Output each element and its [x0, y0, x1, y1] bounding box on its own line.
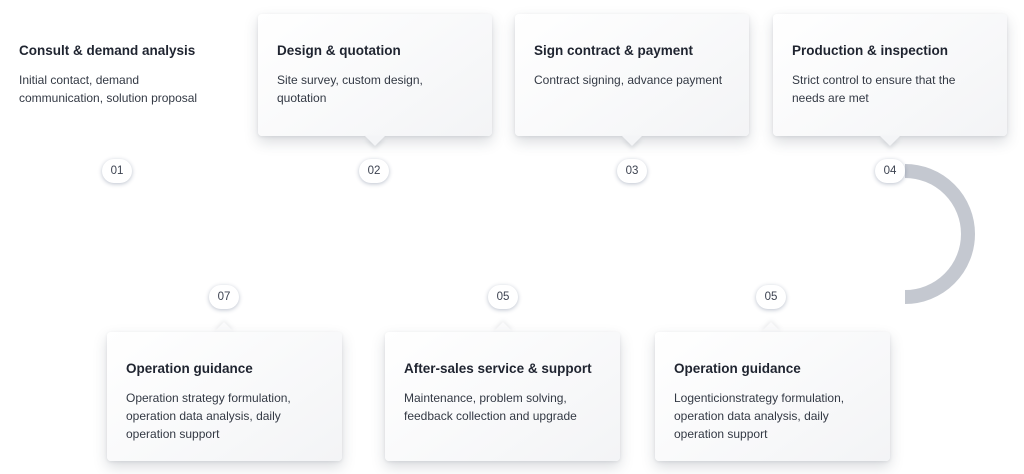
card-pointer — [365, 136, 385, 146]
card-pointer — [493, 322, 513, 332]
step-title: Consult & demand analysis — [19, 43, 196, 58]
chevron-left-icon — [366, 290, 374, 304]
step-badge-05a: 05 — [756, 285, 786, 309]
step-title: Sign contract & payment — [534, 43, 694, 58]
step-card-design: Design & quotation Site survey, custom d… — [258, 14, 492, 136]
step-card-after-sales: After-sales service & support Maintenanc… — [385, 332, 620, 461]
step-badge-02: 02 — [359, 159, 389, 183]
step-description: Operation strategy formulation, operatio… — [126, 391, 291, 441]
step-badge-03: 03 — [617, 159, 647, 183]
step-title: Design & quotation — [277, 43, 401, 58]
step-badge-05b: 05 — [488, 285, 518, 309]
card-pointer — [214, 322, 234, 332]
step-badge-07: 07 — [209, 285, 239, 309]
step-title: After-sales service & support — [404, 361, 592, 376]
chevron-down-icon — [994, 229, 1008, 237]
step-description: Contract signing, advance payment — [534, 73, 723, 87]
return-curve — [904, 164, 975, 304]
card-pointer — [880, 136, 900, 146]
step-description: Maintenance, problem solving, feedback c… — [404, 391, 577, 423]
step-title: Operation guidance — [126, 361, 253, 376]
step-card-contract: Sign contract & payment Contract signing… — [515, 14, 749, 136]
step-badge-01: 01 — [102, 159, 132, 183]
step-title: Production & inspection — [792, 43, 949, 58]
chevron-left-icon — [629, 290, 637, 304]
chevron-right-icon — [242, 164, 250, 178]
step-badge-04: 04 — [875, 159, 905, 183]
step-card-operation-guidance-05: Operation guidance Logenticionstrategy f… — [655, 332, 890, 461]
step-card-production: Production & inspection Strict control t… — [773, 14, 1007, 136]
step-title: Operation guidance — [674, 361, 801, 376]
card-pointer — [761, 322, 781, 332]
step-card-consult: Consult & demand analysis Initial contac… — [0, 14, 235, 136]
step-description: Logenticionstrategy formulation, operati… — [674, 391, 845, 441]
chevron-right-icon — [762, 164, 770, 178]
step-description: Initial contact, demand communication, s… — [19, 73, 198, 105]
card-pointer — [622, 136, 642, 146]
step-description: Site survey, custom design, quotation — [277, 73, 423, 105]
step-card-operation-guidance-07: Operation guidance Operation strategy fo… — [107, 332, 342, 461]
step-description: Strict control to ensure that the needs … — [792, 73, 956, 105]
chevron-right-icon — [499, 164, 507, 178]
